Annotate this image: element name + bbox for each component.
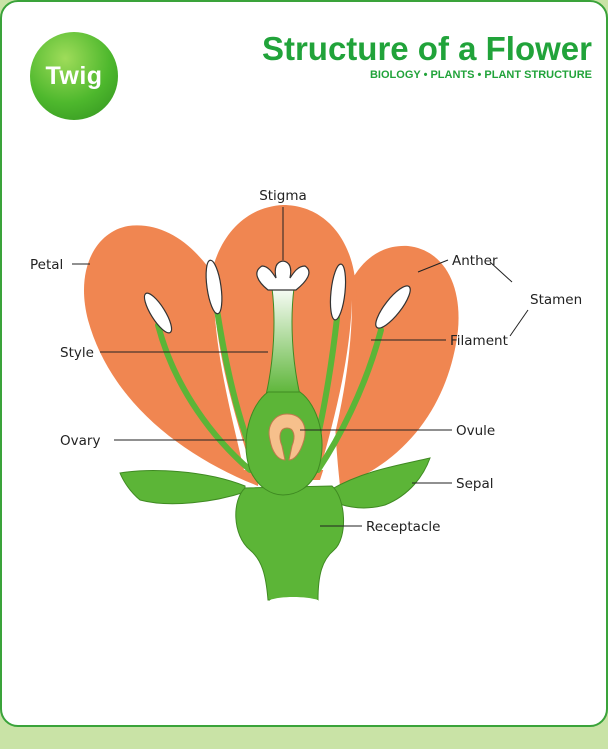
label-sepal: Sepal [456, 476, 493, 492]
ovary [246, 392, 322, 495]
label-stamen: Stamen [530, 292, 582, 308]
label-style: Style [60, 345, 94, 361]
label-anther: Anther [452, 253, 498, 269]
sepal-left [120, 471, 245, 504]
label-ovule: Ovule [456, 423, 495, 439]
label-ovary: Ovary [60, 433, 100, 449]
label-petal: Petal [30, 257, 63, 273]
label-filament: Filament [450, 333, 508, 349]
receptacle [236, 486, 344, 600]
label-stigma: Stigma [259, 188, 307, 204]
stem-base [270, 597, 318, 606]
label-receptacle: Receptacle [366, 519, 440, 535]
